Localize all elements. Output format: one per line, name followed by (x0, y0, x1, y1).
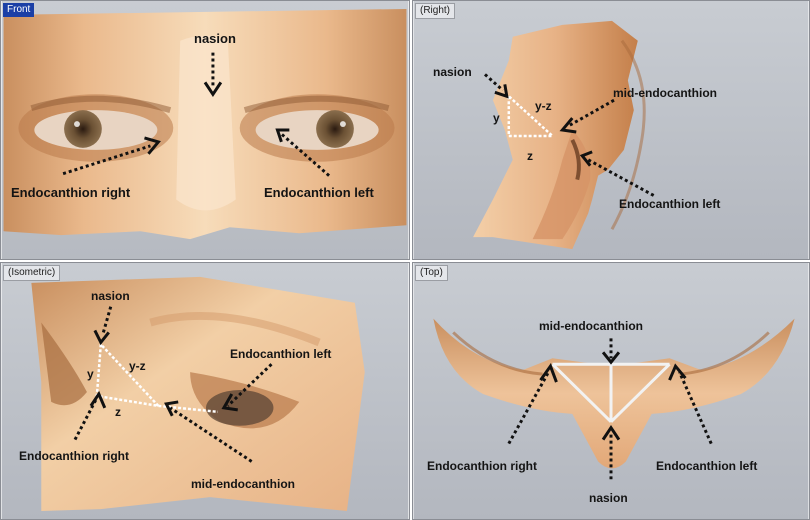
label-endocanthion-left: Endocanthion left (619, 197, 720, 211)
label-mid-endocanthion: mid-endocanthion (539, 319, 643, 333)
right-side-scan (413, 1, 809, 259)
axis-label-y: y (87, 367, 94, 381)
label-mid-endocanthion: mid-endocanthion (191, 477, 295, 491)
label-endocanthion-left: Endocanthion left (230, 347, 331, 361)
viewport-top[interactable]: (Top) mid-endocanthion Endocanthion righ… (412, 262, 810, 520)
label-endocanthion-left: Endocanthion left (656, 459, 757, 473)
viewport-title-right[interactable]: (Right) (415, 3, 455, 19)
viewport-title-front[interactable]: Front (3, 3, 34, 17)
viewport-front[interactable]: Front nasion Endocanthion right Endocant… (0, 0, 410, 260)
viewport-right[interactable]: (Right) nasion mid-endocanthion Endocant… (412, 0, 810, 260)
label-mid-endocanthion: mid-endocanthion (613, 86, 717, 100)
label-endocanthion-right: Endocanthion right (11, 185, 130, 200)
label-nasion: nasion (194, 31, 236, 46)
axis-label-z: z (527, 149, 533, 163)
label-endocanthion-right: Endocanthion right (19, 449, 129, 463)
label-endocanthion-left: Endocanthion left (264, 185, 374, 200)
viewport-isometric[interactable]: (Isometric) nasion Endocanthion left End… (0, 262, 410, 520)
axis-label-y: y (493, 111, 500, 125)
label-nasion: nasion (589, 491, 628, 505)
axis-label-z: z (115, 405, 121, 419)
axis-label-y-z: y-z (129, 359, 146, 373)
top-view-scan (413, 263, 809, 519)
label-nasion: nasion (433, 65, 472, 79)
viewport-title-isometric[interactable]: (Isometric) (3, 265, 60, 281)
label-nasion: nasion (91, 289, 130, 303)
viewport-title-top[interactable]: (Top) (415, 265, 448, 281)
axis-label-y-z: y-z (535, 99, 552, 113)
label-endocanthion-right: Endocanthion right (427, 459, 537, 473)
